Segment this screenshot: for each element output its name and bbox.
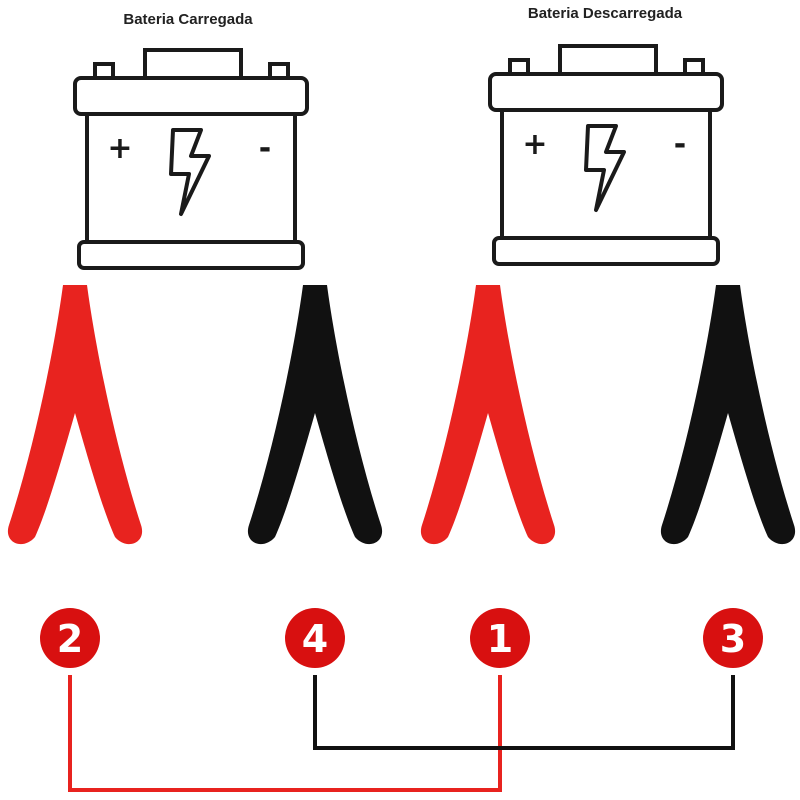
step-number: 1 bbox=[487, 617, 513, 661]
negative-terminal-sign: - bbox=[259, 131, 271, 166]
clamp-icon bbox=[660, 285, 796, 545]
step-badge: 1 bbox=[470, 608, 530, 668]
battery-icon: + - bbox=[488, 44, 724, 266]
positive-terminal-sign: + bbox=[107, 131, 132, 166]
battery-discharged: Bateria Descarregada + - bbox=[488, 5, 724, 266]
clamp-icon bbox=[7, 285, 143, 545]
battery-label-discharged: Bateria Descarregada bbox=[528, 5, 683, 22]
clamp-icon bbox=[420, 285, 556, 545]
step-number: 2 bbox=[57, 617, 83, 661]
step-number: 3 bbox=[720, 617, 746, 661]
negative-cable bbox=[313, 675, 735, 750]
step-badge: 3 bbox=[703, 608, 763, 668]
clamp-icon bbox=[247, 285, 383, 545]
positive-terminal-sign: + bbox=[522, 127, 547, 162]
step-number: 4 bbox=[302, 617, 328, 661]
battery-icon: + - bbox=[73, 48, 309, 270]
jumper-clamps bbox=[7, 285, 796, 545]
negative-terminal-sign: - bbox=[674, 127, 686, 162]
battery-label-charged: Bateria Carregada bbox=[123, 11, 253, 28]
step-badge: 2 bbox=[40, 608, 100, 668]
step-badge: 4 bbox=[285, 608, 345, 668]
positive-cable bbox=[68, 675, 502, 792]
step-badges: 2 4 1 3 bbox=[40, 608, 763, 668]
battery-charged: Bateria Carregada + - bbox=[73, 11, 309, 270]
